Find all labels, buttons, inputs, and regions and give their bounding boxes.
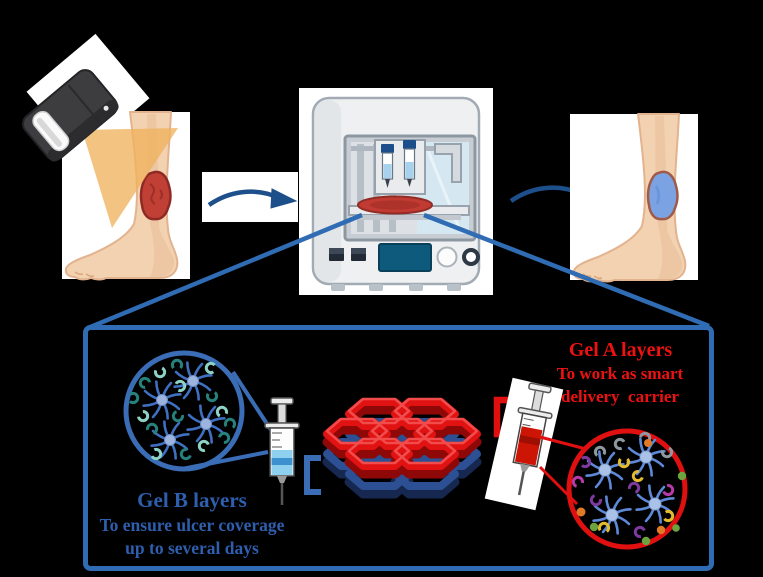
printer-knob <box>462 248 480 266</box>
gel-a-syringe-icon <box>512 382 553 496</box>
gel-b-title: Gel B layers <box>137 488 247 512</box>
scan-scene <box>22 33 190 281</box>
scanner-device-icon <box>22 69 119 162</box>
magnifier-callout-line <box>539 435 587 451</box>
printer-screen <box>378 243 432 272</box>
gel-a-description-line2: delivery carrier <box>561 387 679 406</box>
scan-beam-icon <box>82 128 178 228</box>
blue-layer-bracket-icon <box>304 455 321 495</box>
treated-scene <box>570 113 698 283</box>
gel-b-syringe-icon <box>264 397 300 505</box>
drug-molecule-icons <box>570 429 687 546</box>
gel-a-polymer-network-icon <box>585 437 675 535</box>
printer-syringe-icon <box>403 140 416 187</box>
gel-b-description-line2: up to several days <box>125 538 259 558</box>
printer-dial <box>436 246 458 268</box>
printed-disc-icon <box>357 195 433 215</box>
bioprinter-icon <box>299 88 493 295</box>
gel-a-title: Gel A layers <box>568 339 673 361</box>
ulcer-wound-icon <box>139 170 172 221</box>
gel-a-description-line1: To work as smart <box>556 364 684 383</box>
gel-a-magnifier-circle-icon <box>566 428 688 550</box>
printer-syringe-icon <box>381 144 394 188</box>
gel-b-polymer-network-icon <box>128 358 237 462</box>
gel-patch-icon <box>646 170 679 221</box>
zoom-callout-line <box>423 212 710 329</box>
honeycomb-scaffold-icon <box>327 397 477 494</box>
zoom-callout-line <box>87 212 363 331</box>
gel-b-magnifier-circle-icon <box>123 350 273 472</box>
gel-b-description-line1: To ensure ulcer coverage <box>99 515 285 535</box>
